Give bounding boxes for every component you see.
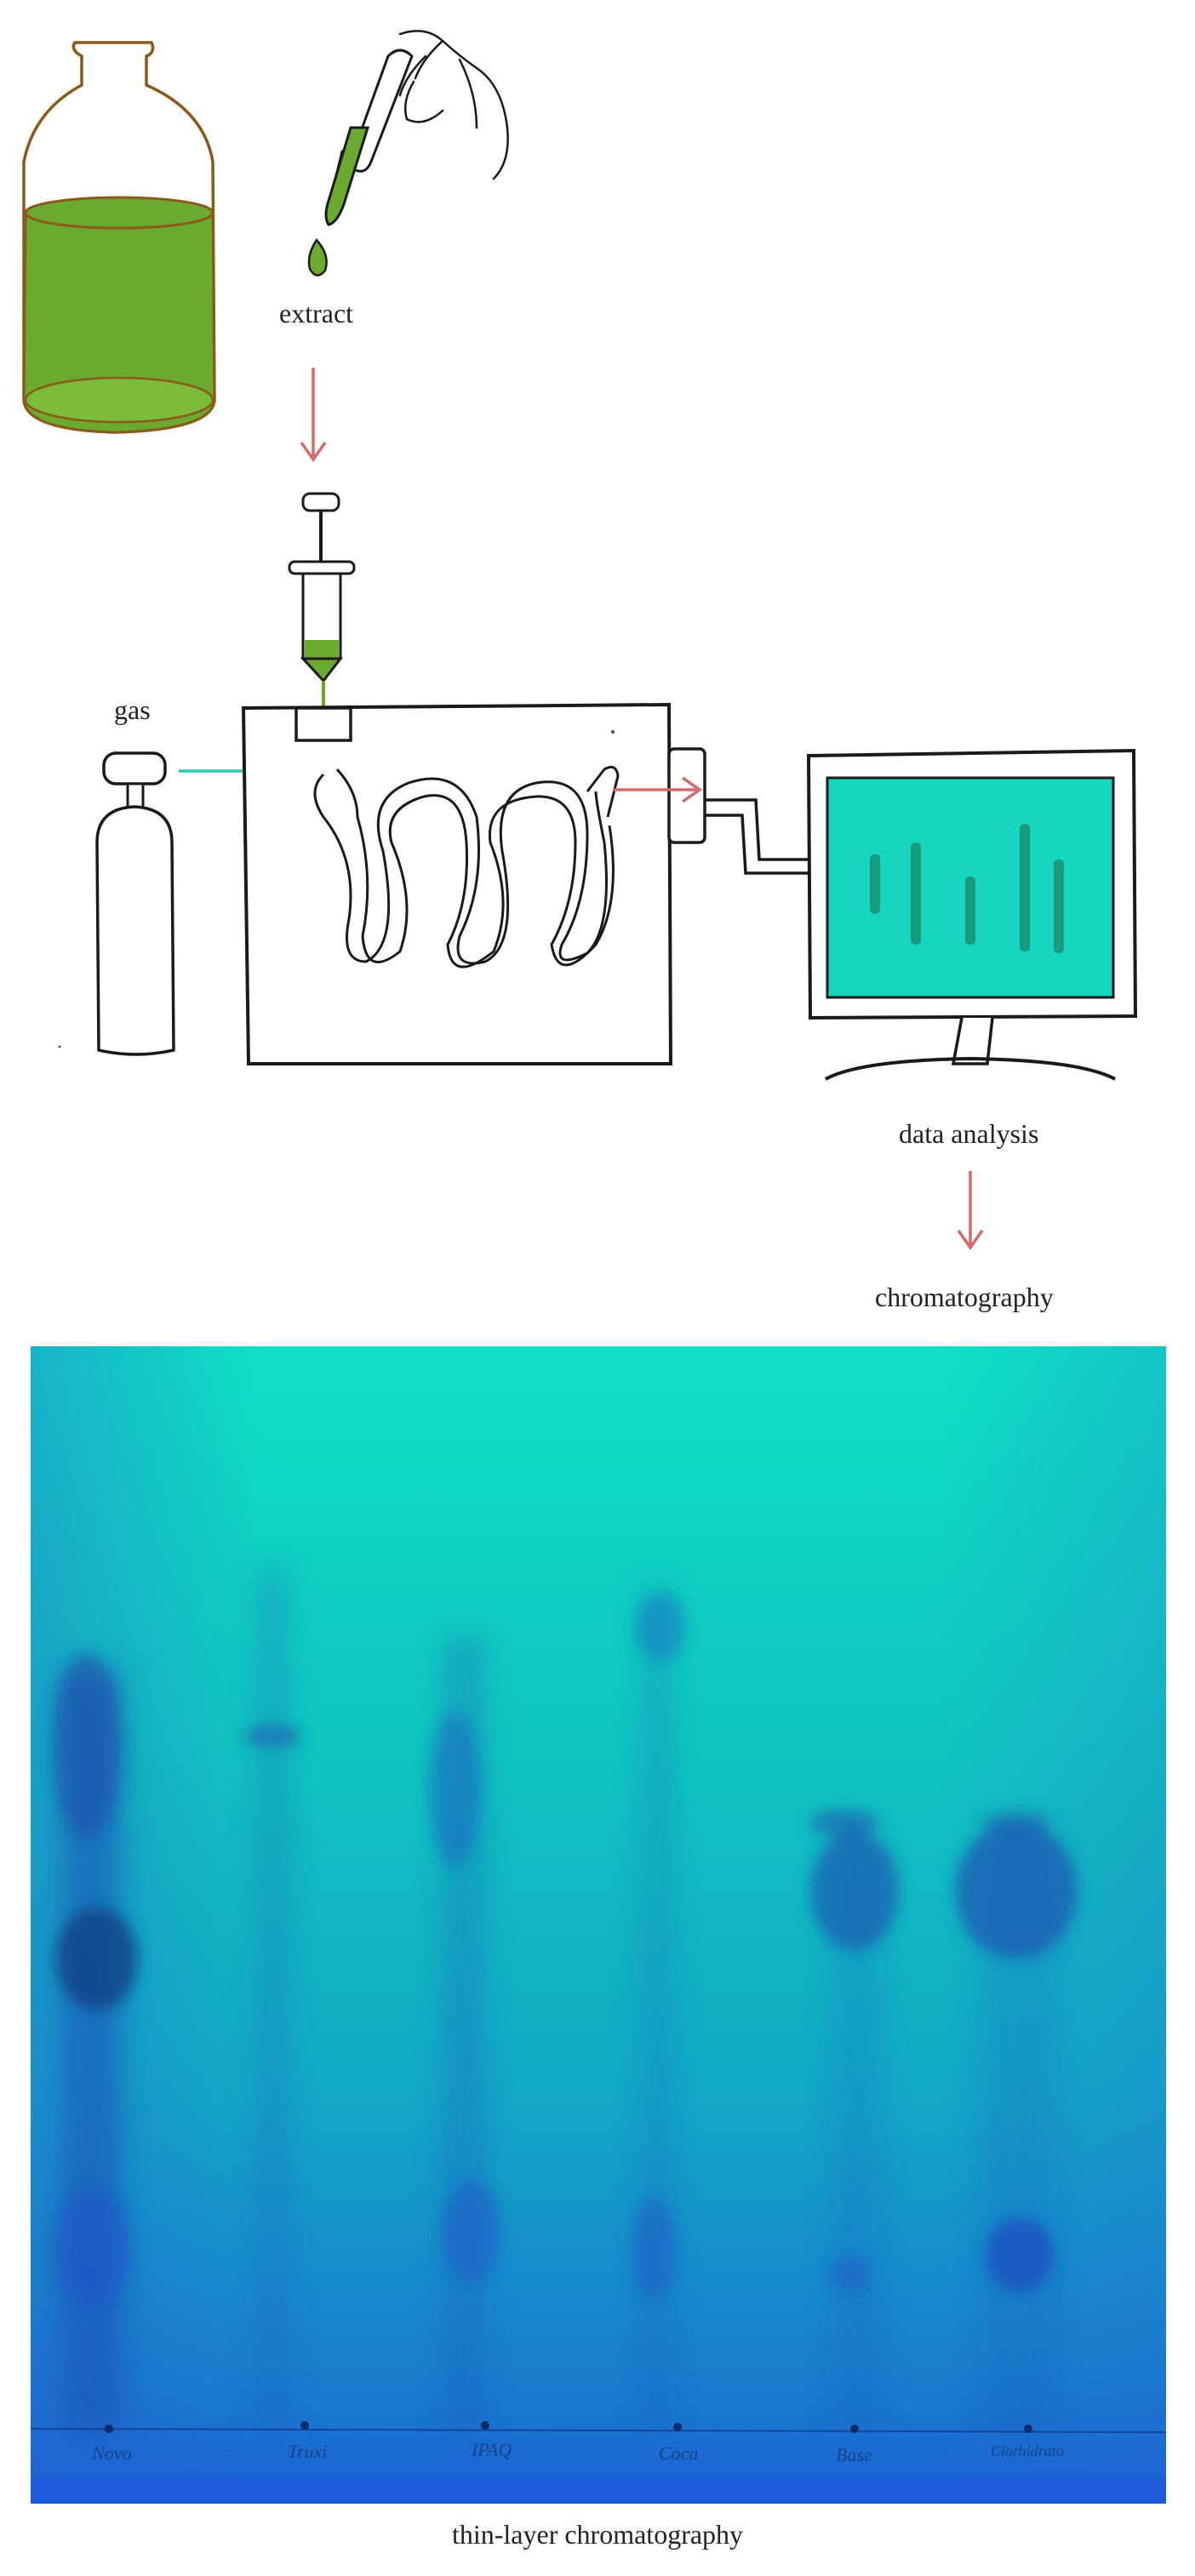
gc-process-diagram [22,30,1138,1251]
spot-novo-low [54,2189,129,2308]
origin-spot-3 [481,2421,489,2430]
pipette-illustration [307,30,509,277]
gc-oven-box [241,702,706,1065]
spot-ipaq-top [429,1712,480,1865]
tlc-caption: thin-layer chromatography [451,2519,744,2550]
lane-streak-coca [640,1585,674,2436]
screen-peak-1 [870,854,880,914]
lane-label-1: Novo [92,2442,132,2464]
origin-spot-2 [300,2421,309,2430]
lane-label-2: Truxi [288,2441,328,2462]
syringe-illustration [288,492,356,766]
spot-novo-top [53,1653,121,1840]
spot-coca-top [635,1593,686,1661]
coiled-column [313,765,620,968]
detector-cable [705,798,809,861]
lane-streak-truxi [255,1568,289,2436]
spot-clorhidrato-mid [955,1823,1078,1959]
spot-clorhidrato-low [986,2218,1054,2293]
origin-spot-5 [850,2425,859,2433]
arrow-column-to-detector [613,776,703,803]
origin-spot-4 [673,2423,682,2431]
lane-label-6: Clorhidrato [991,2442,1064,2459]
arrow-extract-to-syringe [300,368,327,463]
lane-label-5: Base [836,2444,872,2465]
tlc-plate-photo: Novo Truxi IPAQ Coca Base Clorhidrato [31,1346,1166,2504]
lane-label-3: IPAQ [472,2439,512,2460]
spot-base-low [829,2255,870,2293]
bottle-illustration [22,41,216,434]
screen-peak-3 [965,877,975,945]
origin-spot-1 [105,2425,113,2433]
computer-monitor [806,748,1138,1081]
screen-peak-5 [1054,860,1064,953]
spot-base-top [810,1809,878,1836]
arrow-analysis-to-chromatography [957,1171,984,1251]
spot-truxi-arc [243,1726,301,1746]
extract-label: extract [279,298,354,328]
chromatography-label: chromatography [875,1282,1054,1312]
lane-label-4: Coca [659,2442,699,2464]
screen-peak-4 [1020,824,1030,951]
spot-ipaq-low [443,2180,500,2282]
data-analysis-label: data analysis [899,1118,1039,1149]
gas-label: gas [114,694,151,725]
origin-line [31,2428,1166,2433]
spot-base-mid [810,1831,899,1951]
spot-novo-dark [56,1908,138,2010]
gas-cylinder-illustration [95,751,175,1056]
screen-peak-2 [911,842,921,945]
origin-spot-6 [1024,2425,1032,2433]
spot-coca-low [632,2197,676,2299]
